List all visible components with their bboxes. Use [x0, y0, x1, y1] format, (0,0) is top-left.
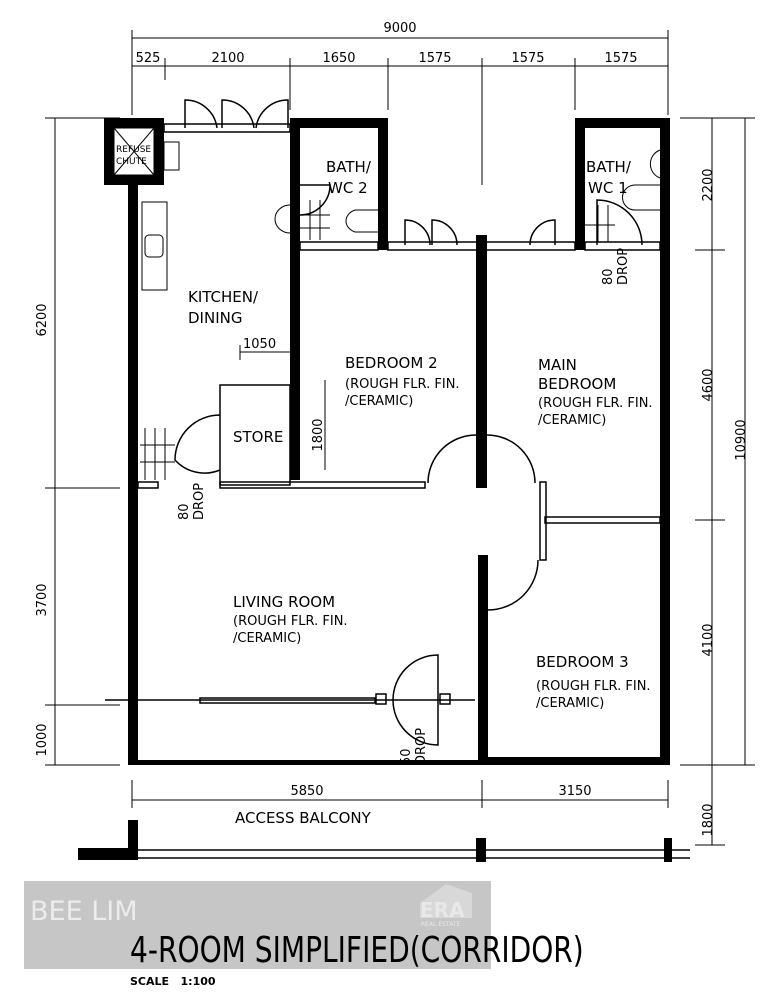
label-bedroom2: BEDROOM 2: [345, 354, 438, 372]
label-bath2-2: WC 2: [328, 179, 368, 197]
label-bedroom3-cer: /CERAMIC): [536, 696, 604, 711]
dim-balcony: 1800: [701, 803, 716, 836]
dim-left-3: 1000: [35, 723, 50, 756]
dim-left-2: 3700: [35, 583, 50, 616]
dim-top-4: 1575: [418, 51, 451, 66]
dim-right-3: 4100: [701, 623, 716, 656]
dim-top-3: 1650: [322, 51, 355, 66]
doors: [174, 99, 643, 746]
plan-title: 4-ROOM SIMPLIFIED(CORRIDOR): [130, 929, 584, 971]
watermark-name: BEE LIM: [30, 896, 138, 927]
dim-bottom-1: 5850: [290, 784, 323, 799]
label-access-balcony: ACCESS BALCONY: [235, 809, 372, 827]
dim-top-2: 2100: [211, 51, 244, 66]
top-dimensions: 9000 525 2100 1650 1575 1575 1575: [131, 21, 669, 185]
drop-bath1-label: DROP: [616, 248, 631, 285]
drop-bath1-value: 80: [601, 268, 616, 285]
label-bedroom3: BEDROOM 3: [536, 653, 629, 671]
drop-kitchen-label: DROP: [192, 483, 207, 520]
dim-right-1: 2200: [701, 168, 716, 201]
plan-scale: SCALE 1:100: [130, 975, 216, 988]
drop-entrance-value: 50: [399, 748, 414, 765]
label-living-cer: /CERAMIC): [233, 631, 301, 646]
dim-top-6: 1575: [604, 51, 637, 66]
dim-bottom-2: 3150: [558, 784, 591, 799]
watermark-banner: [24, 881, 491, 969]
svg-text:REAL ESTATE: REAL ESTATE: [421, 921, 460, 928]
right-dimensions: 2200 4600 4100 10900 1800: [680, 117, 755, 846]
label-bath1-2: WC 1: [588, 179, 628, 197]
room-labels: REFUSE CHUTE BATH/ WC 2 BATH/ WC 1 KITCH…: [116, 145, 653, 827]
balcony-railing: [78, 820, 690, 862]
label-main-cer: /CERAMIC): [538, 413, 606, 428]
dim-left-1: 6200: [35, 303, 50, 336]
left-dimensions: 6200 3700 1000: [35, 117, 120, 766]
dim-top-1: 525: [136, 51, 161, 66]
label-bedroom2-cer: /CERAMIC): [345, 394, 413, 409]
dim-top-total: 9000: [383, 21, 416, 36]
dim-top-5: 1575: [511, 51, 544, 66]
label-main-1: MAIN: [538, 356, 577, 374]
label-kitchen-1: KITCHEN/: [188, 288, 259, 306]
dim-right-total: 10900: [734, 419, 749, 460]
fixtures: [140, 141, 661, 480]
label-bath1-1: BATH/: [586, 158, 632, 176]
label-living: LIVING ROOM: [233, 593, 335, 611]
dim-right-2: 4600: [701, 368, 716, 401]
era-logo: ERA REAL ESTATE: [420, 884, 472, 928]
svg-text:ERA: ERA: [420, 898, 465, 922]
walls: [104, 118, 670, 765]
drop-kitchen-value: 80: [177, 503, 192, 520]
dim-store-depth: 1800: [311, 418, 326, 451]
dim-store-width: 1050: [243, 337, 276, 352]
label-refuse-1: REFUSE: [116, 145, 151, 155]
label-main-2: BEDROOM: [538, 375, 616, 393]
bottom-dimensions: 5850 3150: [131, 780, 669, 808]
label-living-fin: (ROUGH FLR. FIN.: [233, 614, 348, 629]
label-kitchen-2: DINING: [188, 309, 242, 327]
label-main-fin: (ROUGH FLR. FIN.: [538, 396, 653, 411]
drop-entrance-label: DROP: [414, 728, 429, 765]
label-bedroom3-fin: (ROUGH FLR. FIN.: [536, 679, 651, 694]
label-store: STORE: [233, 428, 283, 446]
label-bedroom2-fin: (ROUGH FLR. FIN.: [345, 377, 460, 392]
label-refuse-2: CHUTE: [116, 157, 147, 167]
label-bath2-1: BATH/: [326, 158, 372, 176]
